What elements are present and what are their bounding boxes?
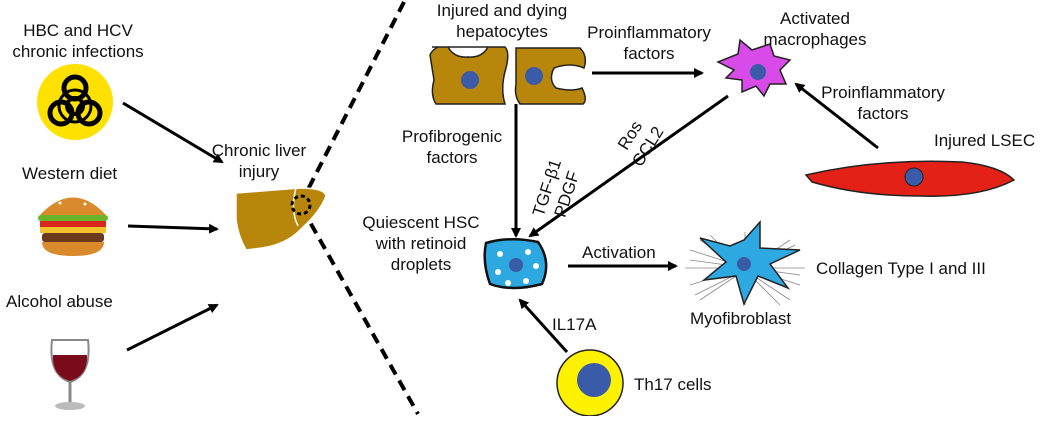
myofibroblast-cell bbox=[685, 220, 805, 307]
hepatocyte-cell-left bbox=[429, 46, 509, 105]
biohazard-icon bbox=[37, 64, 113, 140]
hsc-cell bbox=[483, 238, 548, 290]
arrow-th17-to-hsc bbox=[518, 298, 569, 354]
label-proinflammatory-right: Proinflammatory factors bbox=[821, 83, 945, 123]
label-injured-lsec: Injured LSEC bbox=[934, 131, 1036, 150]
arrow-alcohol-to-injury bbox=[126, 303, 219, 352]
dashed-divider bbox=[298, 1, 406, 206]
label-chronic-liver-injury: Chronic liver injury bbox=[211, 141, 307, 181]
liver-icon bbox=[235, 187, 327, 251]
label-infections: HBC and HCV chronic infections bbox=[12, 21, 144, 61]
hepatocyte-cell-right bbox=[514, 47, 587, 105]
arrow-infection-to-injury bbox=[122, 101, 224, 164]
arrow-diet-to-injury bbox=[127, 223, 219, 234]
macrophage-cell bbox=[716, 38, 792, 98]
arrow-lsec-to-macrophages bbox=[794, 82, 879, 150]
arrow-macrophages-to-hsc bbox=[528, 94, 729, 238]
label-th17-cells: Th17 cells bbox=[634, 375, 712, 394]
dashed-divider-lower bbox=[300, 207, 420, 415]
label-macrophages: Activated macrophages bbox=[763, 9, 867, 49]
label-il17a: IL17A bbox=[552, 315, 597, 334]
burger-icon bbox=[38, 194, 108, 256]
label-quiescent-hsc: Quiescent HSC with retinoid droplets bbox=[362, 213, 480, 274]
label-alcohol-abuse: Alcohol abuse bbox=[6, 292, 113, 311]
wine-glass-icon bbox=[50, 339, 90, 410]
lsec-cell bbox=[804, 160, 1016, 197]
label-myofibroblast: Myofibroblast bbox=[690, 309, 792, 328]
label-profibrogenic: Profibrogenic factors bbox=[401, 127, 503, 167]
label-activation: Activation bbox=[582, 243, 656, 262]
label-collagen: Collagen Type I and III bbox=[816, 259, 986, 278]
label-western-diet: Western diet bbox=[22, 164, 118, 183]
label-hepatocytes: Injured and dying hepatocytes bbox=[436, 1, 568, 41]
th17-cell bbox=[556, 349, 624, 417]
label-proinflammatory-top: Proinflammatory factors bbox=[587, 23, 711, 63]
